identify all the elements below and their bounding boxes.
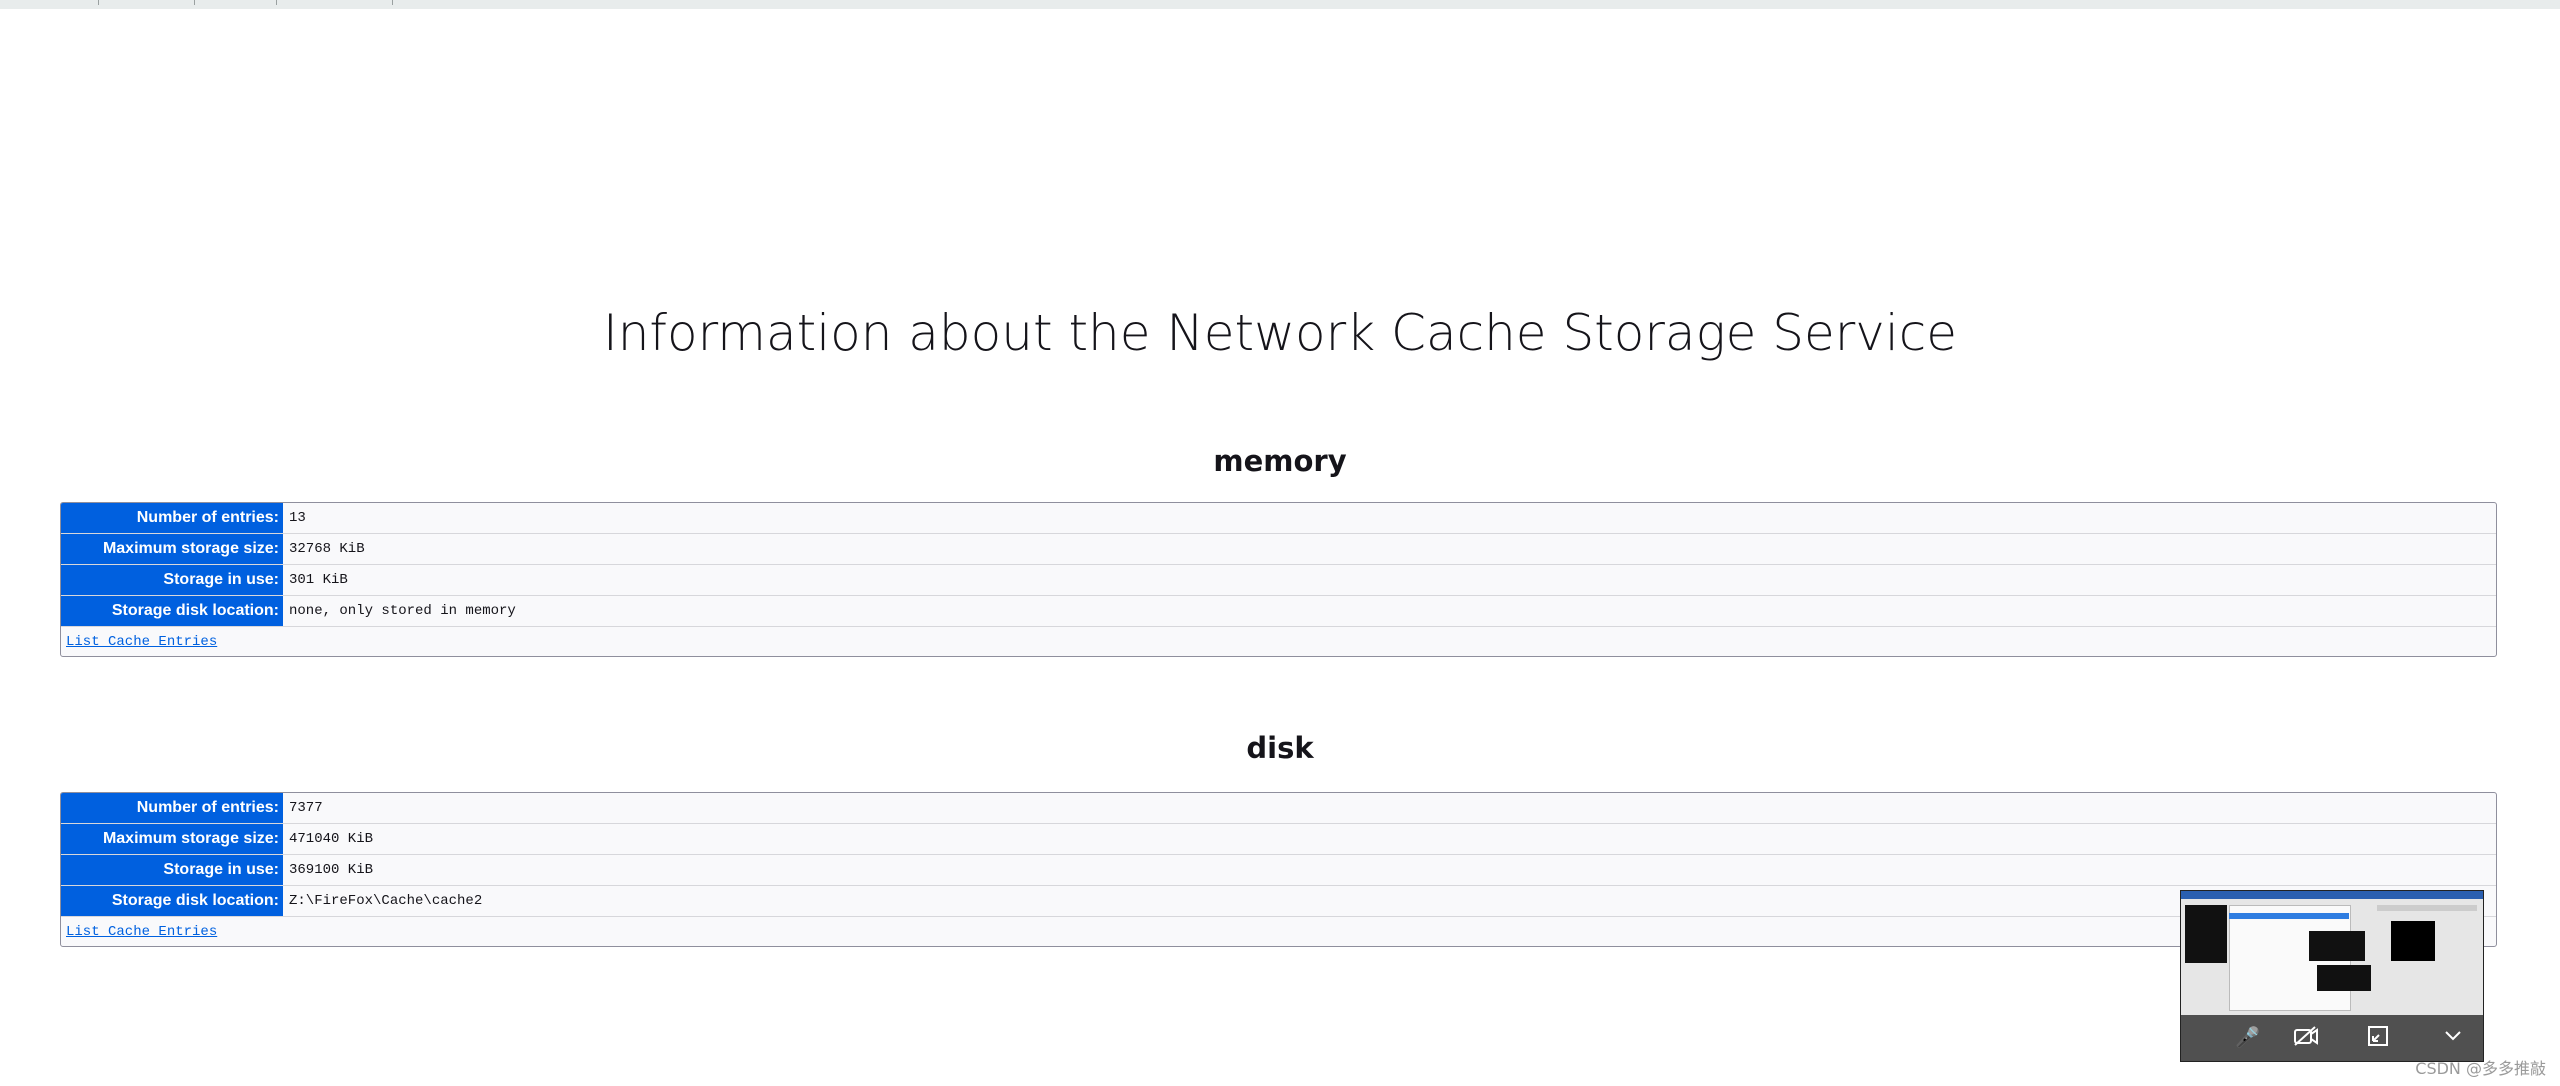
page-title: Information about the Network Cache Stor… (602, 304, 1958, 362)
row-label: Storage in use: (61, 855, 283, 885)
tab-divider (194, 0, 195, 5)
table-row: Number of entries: 13 (61, 503, 2496, 534)
row-label: Number of entries: (61, 793, 283, 823)
row-label: Storage disk location: (61, 596, 283, 626)
row-value: 471040 KiB (289, 831, 374, 847)
memory-cache-table: Number of entries: 13 Maximum storage si… (60, 502, 2497, 657)
table-row: Storage disk location: Z:\FireFox\Cache\… (61, 886, 2496, 917)
list-cache-entries-link-memory[interactable]: List Cache Entries (66, 634, 218, 650)
microphone-icon[interactable]: 🎤 (2235, 1025, 2260, 1049)
tab-divider (392, 0, 393, 5)
floating-video-window[interactable]: 🎤 (2180, 890, 2484, 1062)
table-row: Maximum storage size: 471040 KiB (61, 824, 2496, 855)
table-row: Maximum storage size: 32768 KiB (61, 534, 2496, 565)
camera-off-icon[interactable] (2293, 1025, 2319, 1052)
link-row: List Cache Entries (61, 917, 2496, 946)
row-value: 7377 (289, 800, 323, 816)
expand-icon[interactable] (2367, 1025, 2389, 1052)
link-row: List Cache Entries (61, 627, 2496, 656)
row-label: Maximum storage size: (61, 534, 283, 564)
section-heading-memory: memory (1213, 444, 1347, 478)
expand-svg (2368, 1026, 2388, 1046)
disk-cache-table: Number of entries: 7377 Maximum storage … (60, 792, 2497, 947)
camera-off-svg (2294, 1026, 2318, 1046)
chevron-down-svg (2445, 1031, 2461, 1041)
list-cache-entries-link-disk[interactable]: List Cache Entries (66, 924, 218, 940)
row-value: 32768 KiB (289, 541, 365, 557)
tab-divider (276, 0, 277, 5)
table-row: Number of entries: 7377 (61, 793, 2496, 824)
row-value: Z:\FireFox\Cache\cache2 (289, 893, 483, 909)
video-controls-bar: 🎤 (2181, 1015, 2483, 1061)
watermark: CSDN @多多推敲 (2415, 1059, 2546, 1078)
browser-top-strip (0, 0, 2560, 9)
row-label: Maximum storage size: (61, 824, 283, 854)
tab-divider (98, 0, 99, 5)
row-value: 369100 KiB (289, 862, 374, 878)
chevron-down-icon[interactable] (2443, 1025, 2463, 1050)
section-heading-disk: disk (1246, 731, 1314, 765)
row-label: Number of entries: (61, 503, 283, 533)
row-label: Storage in use: (61, 565, 283, 595)
row-label: Storage disk location: (61, 886, 283, 916)
row-value: none, only stored in memory (289, 603, 516, 619)
row-value: 13 (289, 510, 306, 526)
table-row: Storage disk location: none, only stored… (61, 596, 2496, 627)
table-row: Storage in use: 301 KiB (61, 565, 2496, 596)
shared-screen-thumbnail (2181, 891, 2483, 1015)
table-row: Storage in use: 369100 KiB (61, 855, 2496, 886)
row-value: 301 KiB (289, 572, 348, 588)
